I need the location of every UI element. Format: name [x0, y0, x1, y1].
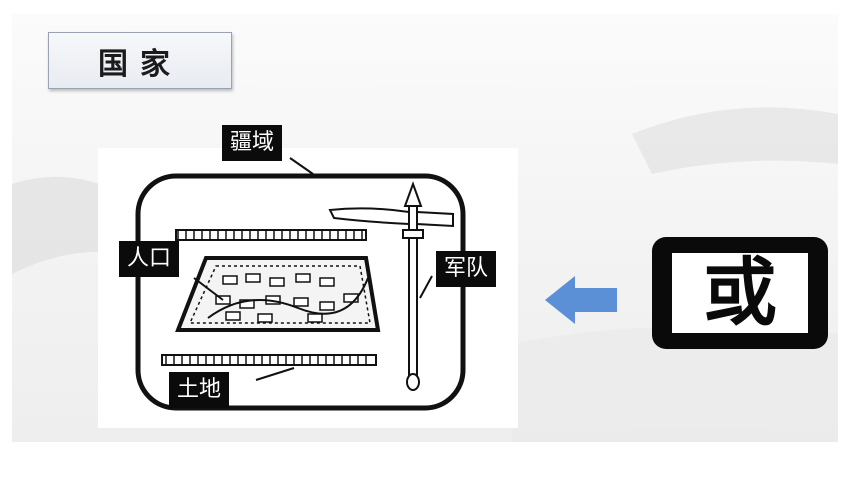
label-population: 人口	[119, 241, 180, 277]
top-wall	[175, 229, 367, 241]
territory-leader	[289, 157, 314, 175]
page-title: 国家	[48, 32, 232, 89]
seal-frame	[652, 237, 828, 349]
label-territory: 疆域	[222, 125, 283, 161]
glyph-char: 或	[703, 250, 777, 336]
army-leader	[419, 275, 433, 299]
halberd-icon	[328, 181, 454, 391]
diagram-drawing	[98, 148, 518, 428]
bottom-wall	[161, 354, 377, 366]
territory-boundary	[135, 173, 466, 411]
left-arrow-icon	[545, 276, 617, 324]
kingdom-diagram	[98, 148, 518, 428]
label-army: 军队	[436, 251, 497, 287]
land-leader	[255, 367, 295, 381]
population-leader	[193, 277, 224, 301]
label-land: 土地	[169, 372, 230, 408]
ancient-guo-character: 或	[648, 233, 832, 357]
